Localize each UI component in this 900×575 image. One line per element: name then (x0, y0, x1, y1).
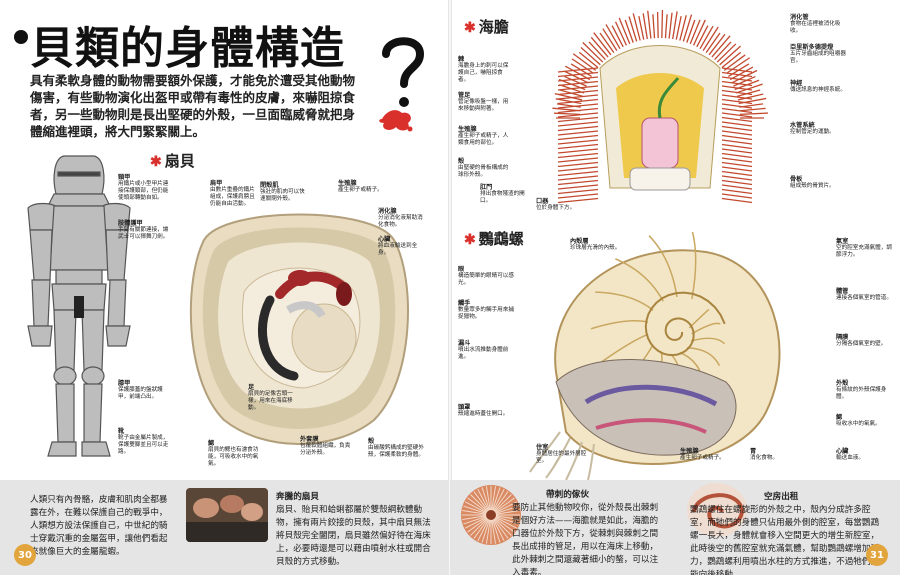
star-icon: ✱ (464, 232, 476, 248)
star-icon: ✱ (150, 154, 162, 170)
label-gonad: 生殖腺產生卵子或精子。 (338, 180, 383, 193)
jumping-scallop-text: 扇貝、貽貝和蛤蜊都屬於雙殼綱軟體動物，擁有兩片鉸接的貝殼，其中扇貝無法將貝殼完全… (276, 505, 431, 567)
urchin-heading: ✱海膽 (464, 18, 509, 36)
title-bullet (14, 30, 28, 44)
label-inner-layer: 內殼層珍珠層光滑的內殼。 (570, 238, 621, 251)
label-chamber: 氣室空的腔室充滿氣體，調節浮力。 (836, 238, 892, 258)
room-for-rent-text: 鸚鵡螺住在螺旋形的外殼之中，殼內分成許多腔室，而牠們的身體只佔用最外側的腔室，每… (690, 505, 880, 575)
label-urchin-spine: 棘海膽身上的刺可以保護自己，嚇阻掠食者。 (458, 56, 509, 83)
label-urchin-gonad: 生殖腺產生卵子或精子，人類食用的部位。 (458, 126, 509, 146)
sea-urchin-illustration (552, 10, 768, 204)
label-ossicle: 骨板組成殼的骨質片。 (790, 176, 835, 189)
right-page: ✱海膽 棘海膽身上的刺可以保護自己，嚇阻掠食者。 管足管足像吸盤一樣，用來移動與… (450, 0, 900, 575)
label-tube-feet: 管足管足像吸盤一樣，用來移動與附著。 (458, 92, 509, 112)
scallop-photo (186, 488, 268, 542)
jumping-scallop-title: 奔騰的扇貝 (276, 492, 319, 502)
nautilus-photo (686, 482, 748, 538)
label-knee: 膝甲保護膝蓋的盤狀護甲，前端凸出。 (118, 380, 163, 400)
label-eye: 眼構造簡單的眼睛可以感光。 (458, 266, 514, 286)
page-title: 貝類的身體構造 (30, 23, 345, 74)
label-urchin-shell: 殼由堅硬的骨板構成的球形外殼。 (458, 158, 509, 178)
label-hood: 頭罩殼縮進時蓋住開口。 (458, 404, 509, 417)
label-foot: 足扇貝的足像舌頭一樣，用來在海底移動。 (248, 384, 293, 411)
question-mark-icon (382, 37, 425, 107)
label-gut: 消化管食物在這裡被消化吸收。 (790, 14, 841, 34)
label-stomach: 胃消化食物。 (750, 448, 778, 461)
star-icon: ✱ (464, 20, 476, 36)
page-number-left: 30 (14, 544, 36, 566)
left-page: 貝類的身體構造 具有柔軟身體的動物需要額外保護，才能免於遭受其他動物傷害，有些動… (0, 23, 450, 575)
ink-splash-icon (379, 110, 413, 132)
spiny-title: 帶刺的傢伙 (546, 490, 589, 500)
spiny-text: 要防止其他動物咬你，從外殼長出棘刺是個好方法——海膽就是如此，海膽的口器位於外殼… (512, 503, 659, 575)
label-neck: 頸甲用鐵片或小型甲片連接保護頸部，但仍能使頭部轉動自如。 (118, 174, 169, 201)
right-bottom-box (450, 480, 900, 575)
label-living-chamber: 住室身體居住的最外層腔室。 (536, 444, 587, 464)
label-anus: 肛門排出食物殘渣的開口。 (480, 184, 525, 204)
label-mouth: 口器位於身體下方。 (536, 198, 576, 211)
label-nautilus-gill: 鰓吸收水中的氧氣。 (836, 414, 881, 427)
armor-note: 人類只有內骨骼，皮膚和肌肉全都暴露在外，在難以保護自己的戰爭中，人類想方設法保護… (30, 495, 168, 557)
label-tentacles: 觸手數量眾多的觸手用來捕捉獵物。 (458, 300, 514, 320)
scallop-heading: ✱扇貝 (150, 152, 195, 170)
label-mantle: 外套膜包覆軟體組織，負責分泌外殼。 (300, 436, 351, 456)
label-nautilus-heart: 心臟輸送血液。 (836, 448, 864, 461)
intro-paragraph: 具有柔軟身體的動物需要額外保護，才能免於遭受其他動物傷害，有些動物演化出盔甲或帶… (30, 73, 356, 139)
label-outer-shell: 外殼有條紋的外殼保護身體。 (836, 380, 887, 400)
label-digestive-gland: 消化腺分泌消化液幫助消化食物。 (378, 208, 423, 228)
knight-armor-illustration (27, 155, 131, 457)
label-gill: 鰓扇貝的鰓也有濾食功能，可吸收水中的氧氣。 (208, 440, 259, 467)
label-water-vascular: 水管系統控制管足的運動。 (790, 122, 835, 135)
label-heart: 心臟將血液輸送到全身。 (378, 236, 418, 256)
label-septum: 隔膜分隔各個氣室的壁。 (836, 334, 887, 347)
label-shell: 殼由碳酸鈣構成的堅硬外殼，保護柔軟的身體。 (368, 438, 424, 458)
page-number-right: 31 (866, 544, 888, 566)
scallop-illustration (189, 213, 409, 445)
label-limb-armor: 肢體護甲手臂有關節連接，讓武士可以揮舞刀劍。 (118, 220, 169, 240)
label-nerve: 神經傳送訊息的神經系統。 (790, 80, 846, 93)
nautilus-illustration (529, 232, 781, 481)
nautilus-heading: ✱鸚鵡螺 (464, 230, 524, 248)
book-gutter (448, 0, 452, 575)
label-funnel: 漏斗噴出水流推動身體前進。 (458, 340, 509, 360)
label-lantern: 亞里斯多德提燈五片牙齒組成的咀嚼器官。 (790, 44, 846, 64)
urchin-photo (460, 484, 522, 546)
label-adductor: 閉殼肌強壯的肌肉可以快速關閉外殼。 (260, 182, 305, 202)
label-nautilus-gonad: 生殖腺產生卵子或精子。 (680, 448, 725, 461)
label-siphuncle: 體管連接各個氣室的管道。 (836, 288, 892, 301)
label-boot: 靴靴子由金屬片製成，保護雙腳並且可以走路。 (118, 428, 169, 455)
room-for-rent-title: 空房出租 (764, 492, 799, 502)
label-shoulder: 肩甲由數片重疊的鐵片組成，保護肩膀且仍能自由活動。 (210, 180, 255, 207)
